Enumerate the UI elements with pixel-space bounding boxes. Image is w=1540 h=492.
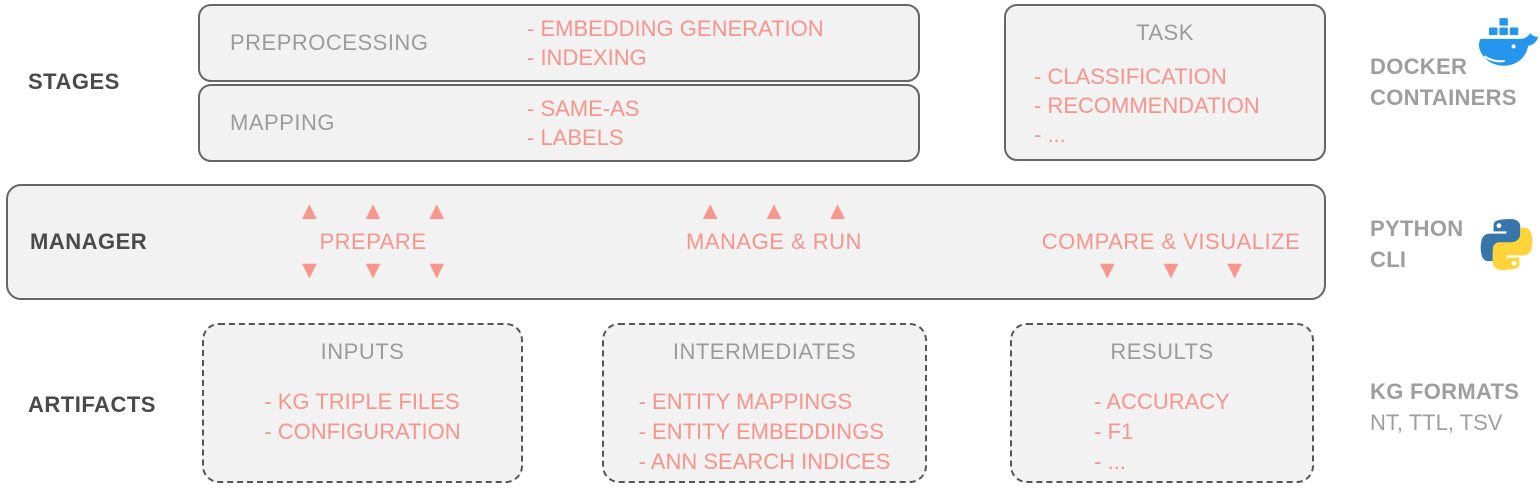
list-item: - ... xyxy=(1034,122,1066,147)
python-cli-label: PYTHON CLI xyxy=(1370,213,1463,275)
list-item: - KG TRIPLE FILES xyxy=(264,389,460,414)
inputs-artifact-box: INPUTS - KG TRIPLE FILES - CONFIGURATION xyxy=(202,323,523,483)
prepare-action-label: PREPARE xyxy=(319,229,427,254)
preprocessing-title: PREPROCESSING xyxy=(230,30,429,55)
inputs-items: - KG TRIPLE FILES - CONFIGURATION xyxy=(264,387,460,447)
mapping-stage-box: MAPPING - SAME-AS - LABELS xyxy=(198,84,920,162)
intermediates-artifact-box: INTERMEDIATES - ENTITY MAPPINGS - ENTITY… xyxy=(602,323,927,483)
manager-action-compare-visualize: COMPARE & VISUALIZE ▼ ▼ ▼ xyxy=(1042,186,1300,298)
docker-label-line1: DOCKER xyxy=(1370,54,1468,79)
docker-label-line2: CONTAINERS xyxy=(1370,85,1517,110)
list-item: - EMBEDDING GENERATION xyxy=(527,16,824,41)
artifacts-row-label: ARTIFACTS xyxy=(28,392,156,417)
python-label-line1: PYTHON xyxy=(1370,216,1464,241)
results-items: - ACCURACY - F1 - ... xyxy=(1094,387,1230,477)
list-item: - ENTITY MAPPINGS xyxy=(638,389,853,414)
intermediates-title: INTERMEDIATES xyxy=(672,339,857,364)
preprocessing-stage-box: PREPROCESSING - EMBEDDING GENERATION - I… xyxy=(198,4,920,82)
manager-action-manage-run: ▲ ▲ ▲ MANAGE & RUN xyxy=(686,186,862,298)
stages-row-label: STAGES xyxy=(28,69,120,94)
python-label-line2: CLI xyxy=(1370,247,1407,272)
python-logo-icon xyxy=(1479,216,1534,273)
mapping-items: - SAME-AS - LABELS xyxy=(527,94,639,152)
manager-row-label: MANAGER xyxy=(30,229,148,254)
up-arrows-icon: ▲ ▲ ▲ xyxy=(697,197,851,225)
list-item: - F1 xyxy=(1094,419,1134,444)
kg-formats-title: KG FORMATS xyxy=(1370,379,1520,404)
manage-run-action-label: MANAGE & RUN xyxy=(686,229,862,254)
results-title: RESULTS xyxy=(1110,339,1214,364)
task-items: - CLASSIFICATION - RECOMMENDATION - ... xyxy=(1034,62,1260,149)
docker-whale-icon xyxy=(1473,16,1539,73)
list-item: - ... xyxy=(1094,449,1126,474)
list-item: - CONFIGURATION xyxy=(264,419,461,444)
list-item: - RECOMMENDATION xyxy=(1034,93,1260,118)
preprocessing-items: - EMBEDDING GENERATION - INDEXING xyxy=(527,14,824,72)
compare-visualize-action-label: COMPARE & VISUALIZE xyxy=(1041,229,1301,254)
list-item: - CLASSIFICATION xyxy=(1034,64,1227,89)
results-artifact-box: RESULTS - ACCURACY - F1 - ... xyxy=(1010,323,1314,483)
list-item: - LABELS xyxy=(527,125,624,150)
inputs-title: INPUTS xyxy=(320,339,405,364)
task-stage-box: TASK - CLASSIFICATION - RECOMMENDATION -… xyxy=(1004,4,1326,161)
down-arrows-icon: ▼ ▼ ▼ xyxy=(1094,256,1248,284)
list-item: - SAME-AS xyxy=(527,96,640,121)
intermediates-items: - ENTITY MAPPINGS - ENTITY EMBEDDINGS - … xyxy=(639,387,891,477)
list-item: - INDEXING xyxy=(527,45,647,70)
up-arrows-icon: ▲ ▲ ▲ xyxy=(296,197,450,225)
manager-action-prepare: ▲ ▲ ▲ PREPARE ▼ ▼ ▼ xyxy=(297,186,449,298)
manager-box: MANAGER ▲ ▲ ▲ PREPARE ▼ ▼ ▼ ▲ ▲ ▲ MANAGE… xyxy=(6,184,1326,300)
mapping-title: MAPPING xyxy=(230,110,335,135)
docker-containers-label: DOCKER CONTAINERS xyxy=(1370,51,1517,113)
list-item: - ACCURACY xyxy=(1094,389,1230,414)
kg-formats-list: NT, TTL, TSV xyxy=(1370,410,1503,435)
list-item: - ANN SEARCH INDICES xyxy=(638,449,891,474)
task-title: TASK xyxy=(1136,20,1194,45)
list-item: - ENTITY EMBEDDINGS xyxy=(638,419,884,444)
down-arrows-icon: ▼ ▼ ▼ xyxy=(296,256,450,284)
kg-formats-label: KG FORMATS NT, TTL, TSV xyxy=(1370,376,1519,438)
